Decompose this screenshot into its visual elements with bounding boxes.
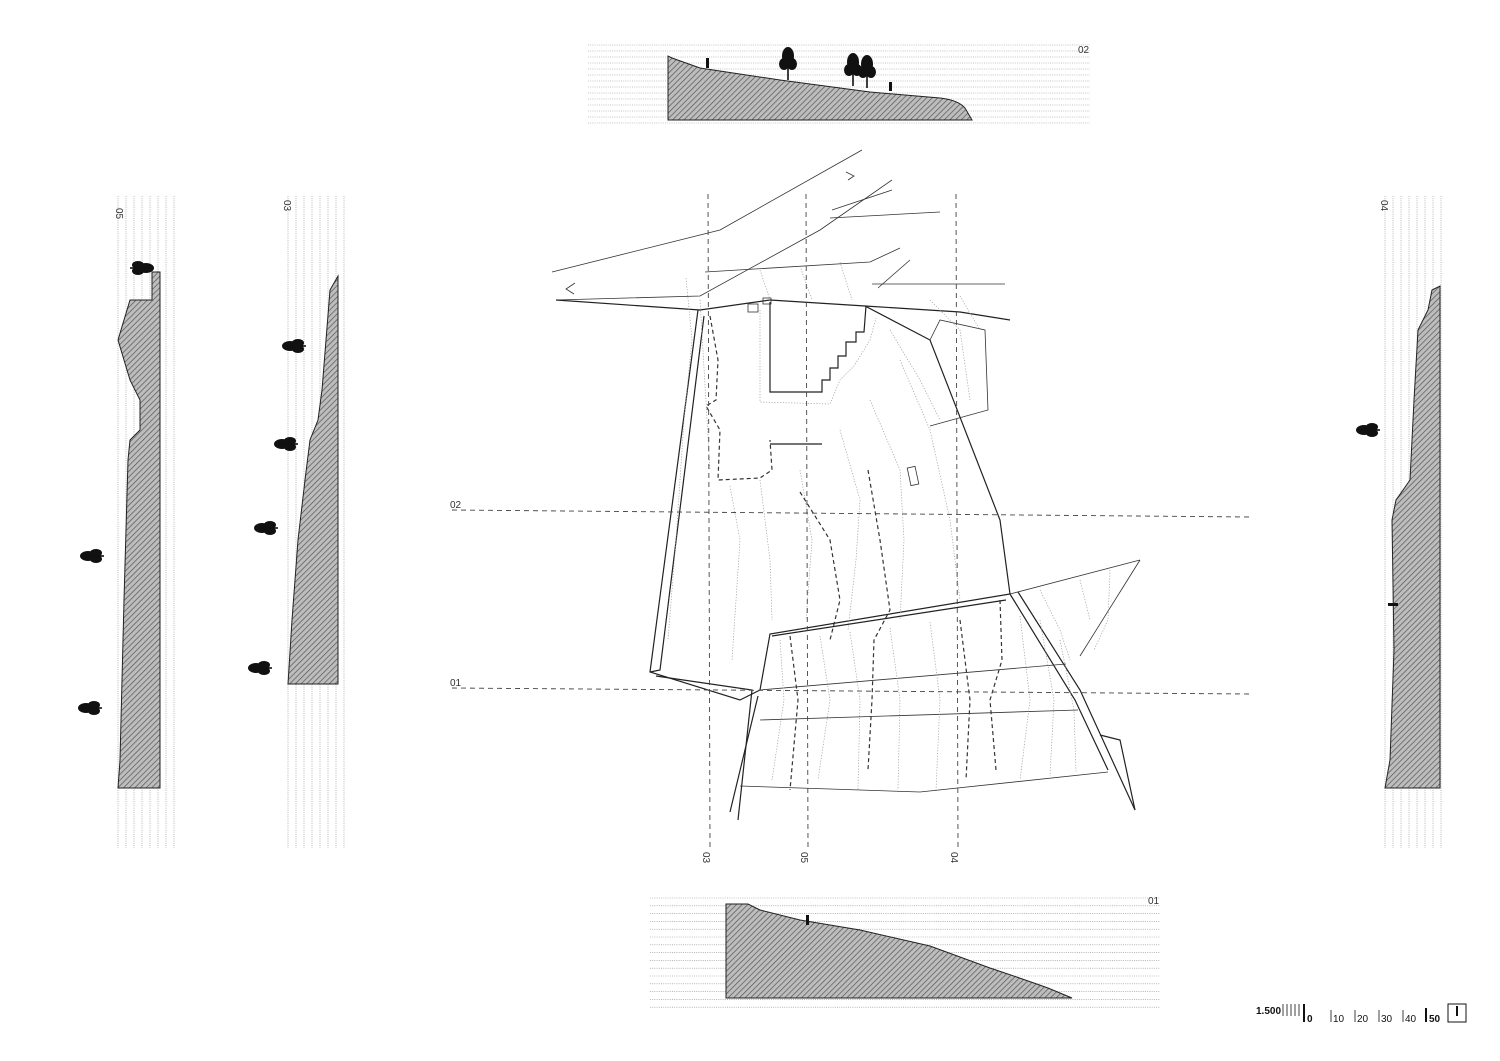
scale-tick-20: 20 xyxy=(1357,1014,1369,1025)
scale-ratio: 1.500 xyxy=(1256,1006,1281,1017)
section-04-right: 04 xyxy=(1356,196,1442,848)
site-plan: 02 01 03 05 04 xyxy=(450,149,1251,864)
section-03-label: 03 xyxy=(281,200,292,212)
section-01-label: 01 xyxy=(1148,896,1160,907)
scale-tick-30: 30 xyxy=(1381,1014,1393,1025)
scale-bar: 1.500 0 10 20 30 40 50 xyxy=(1256,1003,1467,1025)
plan-cut-line-03 xyxy=(707,193,711,851)
plan-building-footprint xyxy=(769,302,867,393)
direction-arrow-icon xyxy=(565,282,576,295)
section-02-label: 02 xyxy=(1078,45,1090,56)
plan-cut-line-01 xyxy=(451,687,1251,695)
scale-minor-ticks xyxy=(1282,1004,1300,1016)
section-02-trees xyxy=(706,47,892,91)
plan-cut-line-05 xyxy=(805,193,809,851)
plan-site-boundary xyxy=(555,299,1011,701)
section-04-trees xyxy=(1356,423,1398,606)
section-05-label: 05 xyxy=(113,208,124,220)
section-02-top: 02 xyxy=(588,44,1090,124)
section-05-left: 05 xyxy=(78,196,175,848)
section-03-left: 03 xyxy=(248,196,345,848)
section-03-ground xyxy=(287,274,339,685)
scale-tick-40: 40 xyxy=(1405,1014,1417,1025)
section-01-bottom: 01 xyxy=(650,896,1160,1008)
scale-tick-50: 50 xyxy=(1429,1014,1441,1025)
plan-road-edge-south xyxy=(555,179,893,301)
plan-cut-label-01: 01 xyxy=(450,678,462,689)
section-04-ground xyxy=(1384,285,1441,789)
section-01-ground xyxy=(725,903,1073,999)
plan-cut-line-04 xyxy=(955,193,959,851)
section-04-label: 04 xyxy=(1378,200,1389,212)
section-05-ground xyxy=(117,271,161,789)
plan-index-contours xyxy=(789,469,1003,791)
scale-tick-10: 10 xyxy=(1333,1014,1345,1025)
plan-cut-line-02 xyxy=(451,509,1251,518)
scale-tick-0: 0 xyxy=(1307,1014,1313,1025)
section-02-ground xyxy=(667,55,973,121)
north-square-icon xyxy=(1447,1003,1467,1023)
plan-cut-label-04: 04 xyxy=(948,852,959,864)
plan-contours xyxy=(667,261,1111,791)
plan-cut-label-05: 05 xyxy=(798,852,809,864)
plan-cut-label-03: 03 xyxy=(700,852,711,864)
section-01-grid xyxy=(650,897,1160,1008)
plan-cut-label-02: 02 xyxy=(450,500,462,511)
section-01-person-icon xyxy=(806,915,809,925)
plan-road-edge-north xyxy=(551,149,863,273)
direction-arrow-icon xyxy=(845,171,855,181)
